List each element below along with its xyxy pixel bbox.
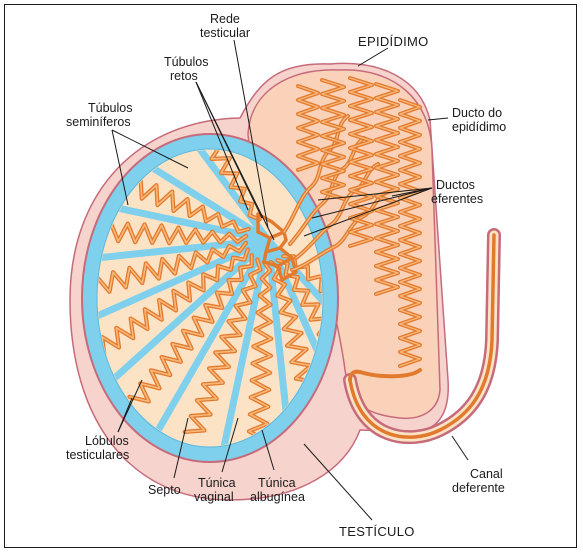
label-tubulos-retos-1: Túbulos	[164, 55, 208, 69]
label-tunica-albuginea-2: albugínea	[250, 490, 305, 504]
label-ductos-eferentes-1: Ductos	[436, 178, 475, 192]
label-rede-testicular-2: testicular	[200, 26, 250, 40]
label-testiculo: TESTÍCULO	[339, 524, 415, 539]
label-tubulos-seminiferos-2: seminíferos	[66, 115, 131, 129]
label-tubulos-retos-2: retos	[170, 69, 198, 83]
label-septo: Septo	[148, 483, 181, 497]
label-rede-testicular-1: Rede	[210, 12, 240, 26]
label-tubulos-seminiferos-1: Túbulos	[88, 101, 132, 115]
label-ductos-eferentes-2: eferentes	[431, 192, 483, 206]
label-lobulos-testiculares-1: Lóbulos	[85, 434, 129, 448]
label-lobulos-testiculares-2: testiculares	[66, 448, 129, 462]
label-tunica-vaginal-1: Túnica	[198, 476, 236, 490]
label-tunica-vaginal-2: vaginal	[194, 490, 234, 504]
label-ducto-epididimo-1: Ducto do	[452, 106, 502, 120]
label-epididimo: EPIDÍDIMO	[358, 34, 429, 49]
label-canal-deferente-1: Canal	[470, 467, 503, 481]
label-canal-deferente-2: deferente	[452, 481, 505, 495]
rete-link-10	[264, 252, 266, 262]
label-ducto-epididimo-2: epidídimo	[452, 120, 506, 134]
label-tunica-albuginea-1: Túnica	[258, 476, 296, 490]
